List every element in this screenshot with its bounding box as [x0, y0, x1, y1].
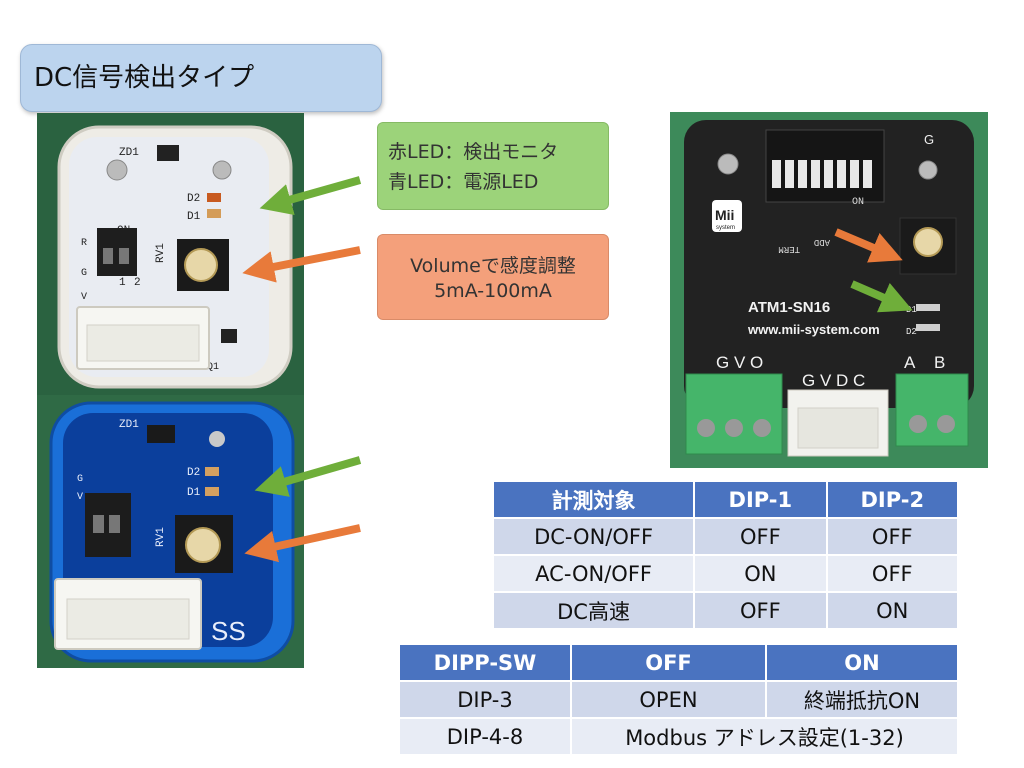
led-callout-line2: 青LED：電源LED	[388, 171, 539, 193]
black-terminal-left-label: G V O	[716, 353, 763, 372]
cell: DIP-4-8	[400, 719, 570, 754]
dip-switch-table: DIPP-SW OFF ON DIP-3 OPEN 終端抵抗ON DIP-4-8…	[398, 643, 959, 756]
black-board-photo: ON TERM ADD G Mii system D1 D2 ATM1-SN16…	[670, 112, 988, 468]
black-dip-on-label: ON	[852, 197, 864, 208]
th-dipp-sw: DIPP-SW	[400, 645, 570, 680]
table-row: DIP-4-8 Modbus アドレス設定(1-32)	[400, 719, 957, 754]
led-callout-line1: 赤LED：検出モニタ	[388, 141, 559, 163]
black-add-label: ADD	[814, 237, 830, 247]
black-term-label: TERM	[778, 244, 800, 254]
black-logo-sub: system	[716, 225, 735, 231]
blue-case-ss-text: SS	[211, 616, 246, 646]
th-dip1: DIP-1	[695, 482, 826, 517]
table-row: DIP-3 OPEN 終端抵抗ON	[400, 682, 957, 717]
cell: OFF	[827, 556, 957, 591]
th-on: ON	[767, 645, 957, 680]
cell: 終端抵抗ON	[767, 682, 957, 717]
cell: DIP-3	[400, 682, 570, 717]
white-g-label: G	[81, 268, 87, 279]
white-rv1-label: RV1	[155, 243, 167, 263]
th-dip2: DIP-2	[827, 482, 957, 517]
measurement-table-header: 計測対象 DIP-1 DIP-2	[494, 482, 957, 517]
th-target: 計測対象	[494, 482, 694, 517]
cell: OPEN	[572, 682, 765, 717]
white-dip2-label: 2	[134, 277, 141, 289]
blue-zd1-label: ZD1	[119, 419, 139, 431]
white-q1-label: Q1	[207, 362, 219, 373]
led-callout: 赤LED：検出モニタ 青LED：電源LED	[377, 122, 609, 210]
blue-rv1-label: RV1	[155, 527, 167, 547]
white-v-label: V	[81, 292, 87, 303]
black-d1-label: D1	[906, 305, 917, 315]
blue-board-photo: ZD1 D2 D1 ON 1 2 RV1 G V SS	[37, 395, 304, 668]
cell: DC-ON/OFF	[494, 519, 694, 554]
black-url-text: www.mii-system.com	[747, 322, 880, 337]
cell: OFF	[827, 519, 957, 554]
volume-callout-line1: Volumeで感度調整	[410, 255, 576, 277]
black-terminal-a-label: A	[904, 353, 916, 372]
black-g-label: G	[924, 132, 934, 147]
black-model-text: ATM1-SN16	[748, 299, 830, 316]
cell: OFF	[695, 593, 826, 628]
blue-v-label: V	[77, 492, 83, 503]
white-d2-label: D2	[187, 193, 200, 205]
white-zd1-label: ZD1	[119, 147, 139, 159]
table-row: DC-ON/OFF OFF OFF	[494, 519, 957, 554]
cell: OFF	[695, 519, 826, 554]
title-box: DC信号検出タイプ	[20, 44, 382, 112]
page-title: DC信号検出タイプ	[34, 63, 255, 93]
cell: Modbus アドレス設定(1-32)	[572, 719, 957, 754]
table-row: DC高速 OFF ON	[494, 593, 957, 628]
blue-g-label: G	[77, 474, 83, 485]
measurement-table: 計測対象 DIP-1 DIP-2 DC-ON/OFF OFF OFF AC-ON…	[492, 480, 959, 630]
th-off: OFF	[572, 645, 765, 680]
black-terminal-b-label: B	[934, 353, 945, 372]
cell: DC高速	[494, 593, 694, 628]
black-terminal-mid-label: G V D C	[802, 371, 865, 390]
volume-callout-line2: 5mA-100mA	[434, 280, 552, 302]
white-r-label: R	[81, 238, 87, 249]
white-d1-label: D1	[187, 211, 201, 223]
blue-d2-label: D2	[187, 467, 200, 479]
blue-d1-label: D1	[187, 487, 201, 499]
dip-switch-table-header: DIPP-SW OFF ON	[400, 645, 957, 680]
cell: ON	[827, 593, 957, 628]
black-logo-text: Mii	[715, 207, 734, 223]
volume-callout: Volumeで感度調整 5mA-100mA	[377, 234, 609, 320]
table-row: AC-ON/OFF ON OFF	[494, 556, 957, 591]
cell: ON	[695, 556, 826, 591]
white-dip1-label: 1	[119, 277, 126, 289]
white-board-photo: ZD1 D2 D1 ON 1 2 RV1 R G V Q1	[37, 113, 304, 395]
cell: AC-ON/OFF	[494, 556, 694, 591]
black-d2-label: D2	[906, 327, 917, 337]
